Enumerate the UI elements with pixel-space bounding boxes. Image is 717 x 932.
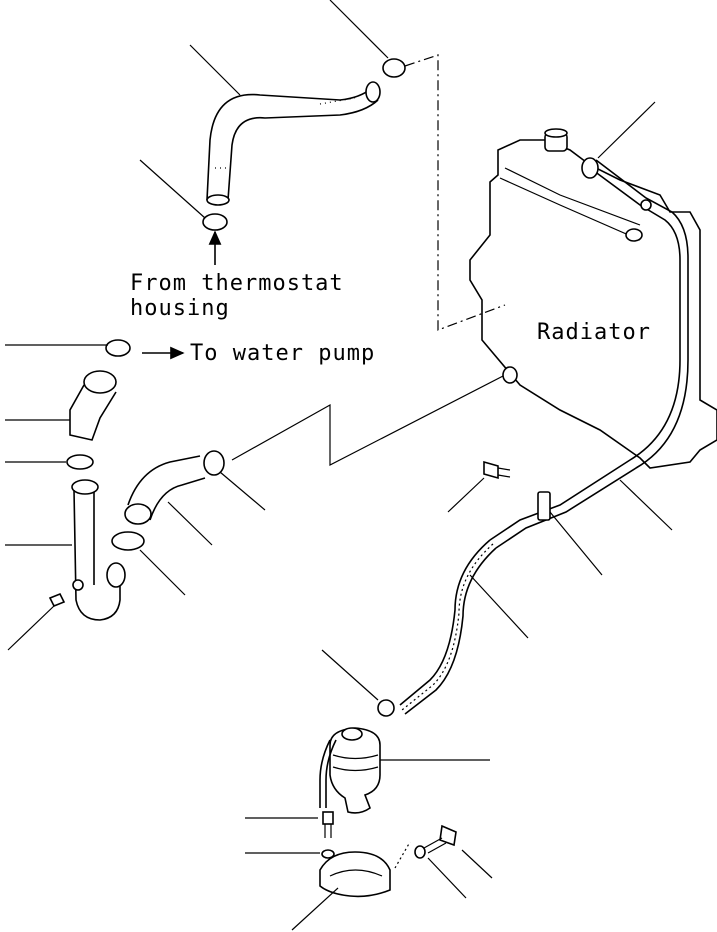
tank-washer: [321, 849, 335, 859]
pump-elbow: [66, 339, 131, 470]
upper-hose-clamp-top: [382, 58, 406, 78]
tank-bolt-head: [322, 811, 334, 825]
pipe-clamp: [66, 454, 94, 470]
pump-pipe: [48, 479, 126, 621]
tube-end-fitting: [377, 699, 395, 717]
radiator-label: Radiator: [537, 320, 651, 345]
elbow-clamp: [105, 339, 131, 357]
tank-bracket: [319, 851, 391, 898]
tube-clip: [537, 491, 551, 521]
from-thermostat-label-line2: housing: [130, 296, 230, 321]
reservoir-tank: [319, 727, 457, 898]
radiator-lower-outlet: [502, 366, 518, 384]
lower-hose-clamp-2: [111, 531, 145, 551]
radiator: [469, 128, 717, 469]
overflow-clamp: [581, 157, 599, 179]
bolt-clip: [483, 460, 511, 480]
flow-line-upper: [404, 54, 506, 331]
drain-plug: [48, 592, 66, 608]
lower-hose-clamp: [203, 450, 225, 476]
flow-line-lower: [231, 374, 506, 466]
upper-hose: [206, 81, 381, 206]
overflow-tube: [399, 157, 689, 715]
upper-hose-clamp-bottom: [202, 213, 228, 231]
from-thermostat-label-line1: From thermostat: [130, 271, 344, 296]
lower-hose: [111, 450, 225, 551]
to-water-pump-label: To water pump: [190, 341, 375, 366]
leader-lines: [5, 0, 673, 931]
